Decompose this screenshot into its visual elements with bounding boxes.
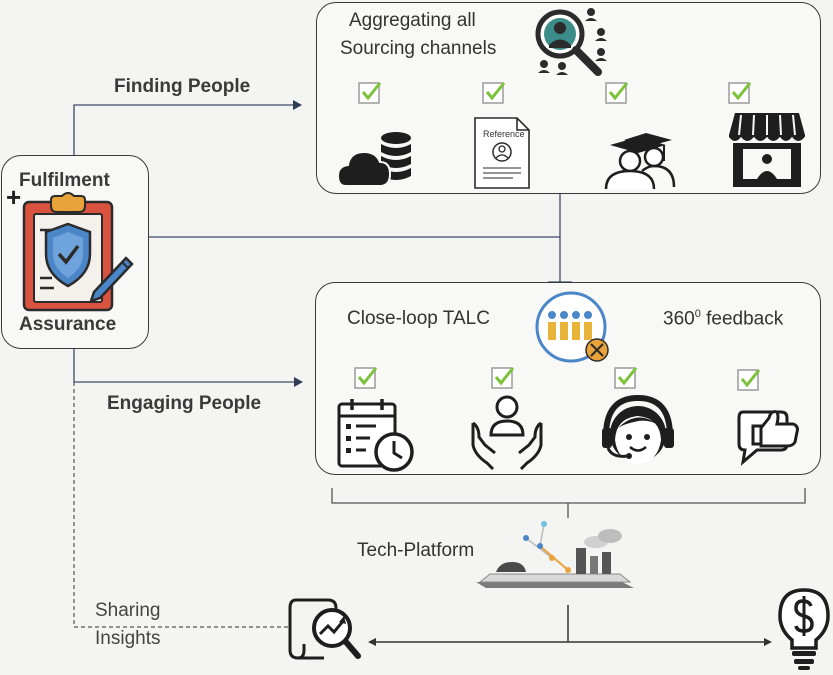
- engaging-connector: [73, 348, 300, 383]
- storefront-icon: [729, 113, 805, 187]
- closeloop-check-1-icon: [354, 367, 378, 389]
- finding-connector: [73, 104, 300, 155]
- engaging-people-label: Engaging People: [107, 393, 262, 414]
- closeloop-check-3-icon: [614, 367, 638, 389]
- feedback-number: 360: [663, 308, 695, 330]
- feedback-superscript: 0: [694, 308, 701, 320]
- sourcing-check-2-icon: [482, 82, 506, 104]
- plus-sign: +: [6, 182, 22, 212]
- sourcing-title-line2: Sourcing channels: [340, 38, 497, 59]
- bracket: [331, 488, 806, 518]
- clipboard-shield-icon: [22, 192, 134, 312]
- thumbs-up-chat-icon: [737, 410, 799, 466]
- closeloop-left-title: Close-loop TALC: [347, 308, 490, 329]
- people-search-icon: [535, 8, 607, 76]
- finding-arrowhead: [293, 100, 302, 110]
- sourcing-check-3-icon: [605, 82, 629, 104]
- closeloop-check-4-icon: [737, 369, 761, 391]
- tech-platform-icon: [476, 521, 634, 588]
- engaging-arrowhead: [294, 377, 303, 387]
- fulfilment-title-top: Fulfilment: [19, 170, 110, 191]
- reference-document-icon: [474, 117, 530, 189]
- insights-dashed-line: [73, 382, 290, 628]
- sharing-insights-line1: Sharing: [95, 600, 161, 621]
- insights-magnifier-icon: [288, 598, 361, 660]
- closeloop-check-2-icon: [491, 367, 515, 389]
- cloud-database-icon: [338, 132, 411, 187]
- sourcing-title-line1: Aggregating all: [349, 10, 476, 31]
- team-cycle-icon: [535, 291, 609, 363]
- sourcing-check-1-icon: [358, 82, 382, 104]
- sharing-insights-line2: Insights: [95, 628, 161, 649]
- fulfilment-title-bottom: Assurance: [19, 314, 117, 335]
- feedback-title: 3600 feedback: [663, 308, 783, 330]
- dollar-lightbulb-icon: [778, 588, 830, 670]
- graduates-icon: [604, 133, 676, 189]
- tech-platform-label: Tech-Platform: [357, 540, 475, 561]
- hands-person-icon: [471, 395, 543, 471]
- finding-people-label: Finding People: [114, 76, 251, 97]
- calendar-clock-icon: [337, 399, 414, 472]
- support-headset-icon: [602, 394, 674, 464]
- reference-document-text: Reference: [483, 129, 525, 139]
- feedback-suffix: feedback: [700, 308, 784, 330]
- sourcing-check-4-icon: [728, 82, 752, 104]
